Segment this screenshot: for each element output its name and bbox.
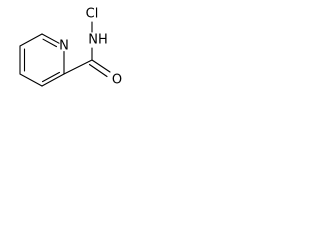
atom-label-amide-n: NH: [88, 33, 108, 48]
atom-label-chlorine: Cl: [86, 7, 99, 22]
bond-carbonyl-o: [91, 59, 111, 73]
molecule-structure: N Cl NH O: [19, 7, 122, 88]
bond-ring-to-carbonyl: [63, 59, 93, 75]
ring-bond-c5-c6: [19, 33, 43, 47]
atom-label-group: N Cl NH O: [59, 7, 122, 88]
bond-carbonyl-o-double: [88, 63, 108, 78]
atom-label-carbonyl-o: O: [112, 73, 122, 88]
ring-bond-top-n: [41, 33, 60, 44]
ring-bond-c3-c4: [19, 73, 43, 87]
atom-label-ring-n: N: [59, 39, 69, 54]
ring-bond-c2-c3-double: [41, 71, 61, 83]
bond-group: [19, 21, 111, 87]
ring-bond-c2-c3: [41, 73, 65, 87]
ring-bond-top-n-double: [42, 38, 58, 48]
